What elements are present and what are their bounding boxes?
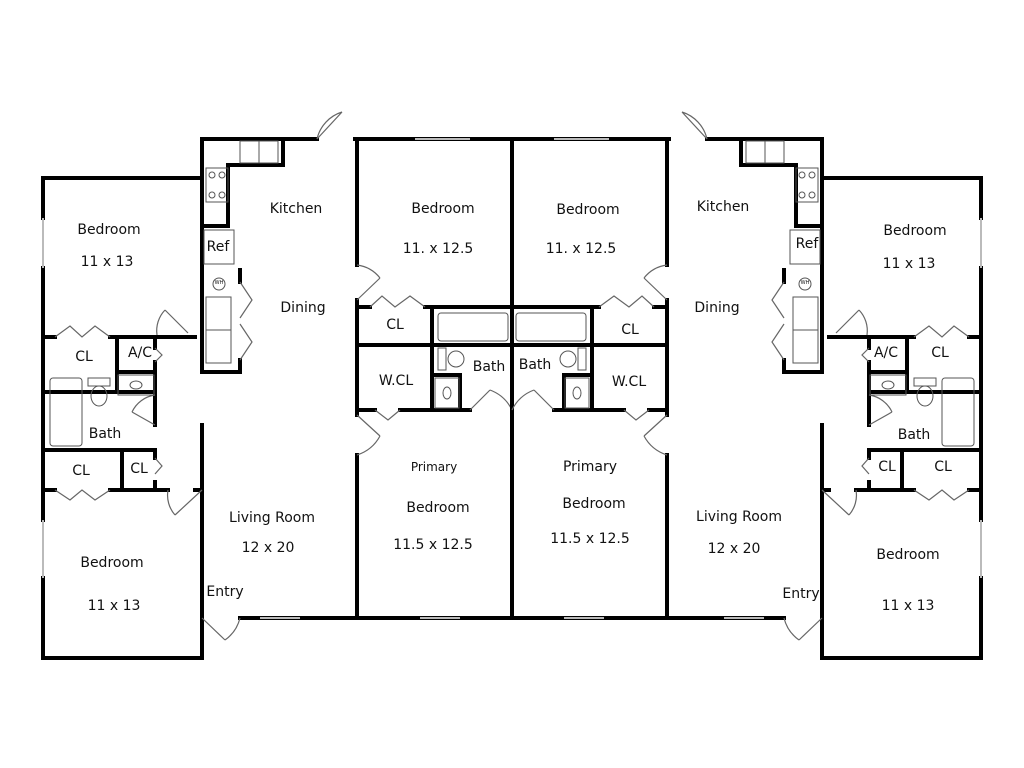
bedroom-size: 11 x 13 (87, 598, 141, 614)
bedroom-size: 11 x 13 (882, 256, 936, 272)
walk-in-closet-label: W.CL (611, 374, 647, 390)
living-room-label: Living Room (696, 509, 782, 525)
bath-label: Bath (472, 359, 506, 375)
bedroom-label: Bedroom (876, 547, 940, 563)
closet-label: CL (130, 461, 148, 477)
primary-label: Primary (410, 460, 458, 474)
bedroom-label: Bedroom (883, 223, 947, 239)
kitchen-label: Kitchen (269, 201, 323, 217)
bedroom-size: 11 x 13 (881, 598, 935, 614)
closet-label: CL (934, 459, 952, 475)
living-room-size: 12 x 20 (241, 540, 295, 556)
bedroom-size: 11 x 13 (80, 254, 134, 270)
primary-label: Primary (562, 459, 618, 475)
bath-label: Bath (518, 357, 552, 373)
primary-bedroom-size: 11.5 x 12.5 (550, 531, 630, 547)
bedroom-label: Bedroom (556, 202, 620, 218)
water-heater-label: WH (214, 280, 224, 286)
entry-label: Entry (206, 584, 244, 600)
closet-label: CL (878, 459, 896, 475)
bath-label: Bath (897, 427, 931, 443)
unit-left-walls (41, 110, 514, 660)
walk-in-closet-label: W.CL (378, 373, 414, 389)
closet-label: CL (75, 349, 93, 365)
entry-label: Entry (782, 586, 820, 602)
primary-bedroom-label: Bedroom (406, 500, 470, 516)
bedroom-label: Bedroom (411, 201, 475, 217)
unit-right-walls (510, 110, 983, 660)
water-heater-label: WH (800, 280, 810, 286)
kitchen-label: Kitchen (696, 199, 750, 215)
closet-label: CL (72, 463, 90, 479)
living-room-size: 12 x 20 (707, 541, 761, 557)
bedroom-size: 11. x 12.5 (545, 241, 617, 257)
closet-label: CL (621, 322, 639, 338)
bath-label: Bath (88, 426, 122, 442)
bedroom-size: 11. x 12.5 (402, 241, 474, 257)
refrigerator-label: Ref (795, 236, 819, 252)
ac-label: A/C (127, 345, 153, 361)
primary-bedroom-label: Bedroom (562, 496, 626, 512)
dining-label: Dining (694, 300, 740, 316)
ac-label: A/C (873, 345, 899, 361)
closet-label: CL (931, 345, 949, 361)
primary-bedroom-size: 11.5 x 12.5 (393, 537, 473, 553)
refrigerator-label: Ref (206, 239, 230, 255)
living-room-label: Living Room (229, 510, 315, 526)
dining-label: Dining (280, 300, 326, 316)
bedroom-label: Bedroom (80, 555, 144, 571)
closet-label: CL (386, 317, 404, 333)
bedroom-label: Bedroom (77, 222, 141, 238)
